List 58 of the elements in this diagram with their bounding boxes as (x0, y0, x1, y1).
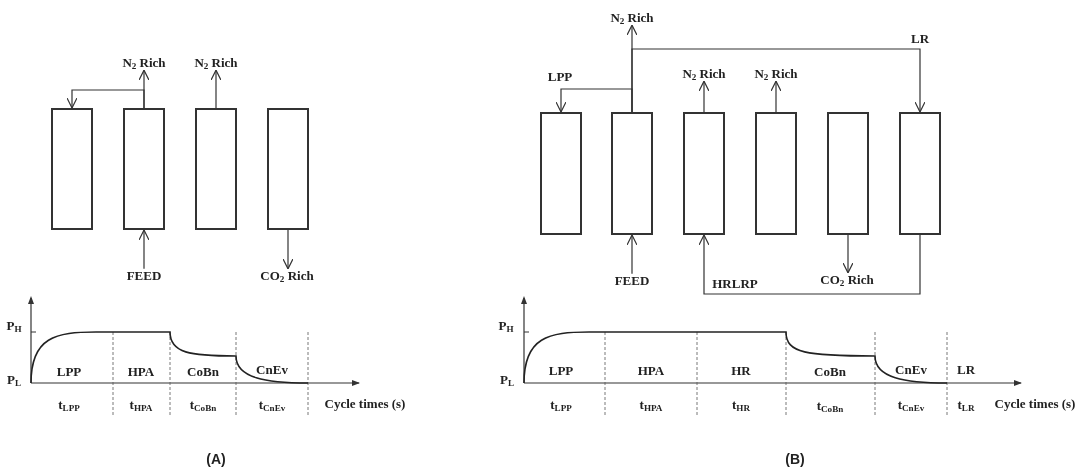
step-time-label: t$_{HPA}$ (129, 397, 153, 413)
adsorption-column (611, 112, 653, 235)
step-time-label: t$_{LPP}$ (550, 397, 572, 413)
stream-label: N$_{2}$ Rich (754, 66, 798, 82)
axis-label: P$_{H}$ (498, 318, 514, 334)
step-time-label: t$_{CnEv}$ (897, 397, 925, 413)
panel-label: (B) (785, 452, 805, 468)
step-time-label: t$_{HR}$ (732, 397, 750, 413)
stream-label: N$_{2}$ Rich (122, 55, 166, 71)
stream-label: CO$_{2}$ Rich (260, 268, 314, 284)
stream-label: CO$_{2}$ Rich (820, 272, 874, 288)
axis-label: P$_{H}$ (6, 318, 22, 334)
axis-title: Cycle times (s) (994, 396, 1076, 412)
step-time-label: t$_{HPA}$ (639, 397, 663, 413)
arrow (698, 80, 710, 113)
arrow (282, 229, 294, 270)
phase-label: CoBn (814, 364, 846, 380)
adsorption-column (899, 112, 941, 235)
arrow (631, 48, 926, 113)
arrow (842, 234, 854, 274)
arrow (66, 89, 145, 109)
axis-label: P$_{L}$ (500, 372, 514, 388)
adsorption-column (683, 112, 725, 235)
step-time-label: t$_{CnEv}$ (258, 397, 286, 413)
arrow (770, 80, 782, 113)
step-time-label: t$_{LR}$ (957, 397, 975, 413)
step-time-label: t$_{LPP}$ (58, 397, 80, 413)
axis-title: Cycle times (s) (324, 396, 406, 412)
step-time-label: t$_{CoBn}$ (189, 397, 217, 413)
stream-label: N$_{2}$ Rich (194, 55, 238, 71)
adsorption-column (195, 108, 237, 230)
phase-label: HPA (127, 364, 155, 380)
stream-label: FEED (126, 268, 162, 284)
panel-label: (A) (206, 452, 226, 468)
stream-label: FEED (614, 273, 650, 289)
adsorption-column (755, 112, 797, 235)
phase-label: CoBn (187, 364, 219, 380)
adsorption-column (267, 108, 309, 230)
phase-label: CnEv (256, 362, 288, 378)
adsorption-column (123, 108, 165, 230)
arrow (555, 88, 633, 113)
phase-label: CnEv (895, 362, 927, 378)
step-time-label: t$_{CoBn}$ (816, 398, 844, 414)
adsorption-column (827, 112, 869, 235)
adsorption-column (540, 112, 582, 235)
phase-label: HPA (637, 363, 665, 379)
adsorption-column (51, 108, 93, 230)
phase-label: LPP (548, 363, 574, 379)
stream-label: N$_{2}$ Rich (682, 66, 726, 82)
phase-label: LPP (56, 364, 82, 380)
phase-label: LR (956, 362, 976, 378)
arrow (626, 234, 638, 275)
stream-label: N$_{2}$ Rich (610, 10, 654, 26)
arrow (210, 69, 222, 109)
arrow (138, 229, 150, 270)
arrow (698, 234, 921, 295)
axis-label: P$_{L}$ (7, 372, 21, 388)
phase-label: HR (731, 363, 751, 379)
